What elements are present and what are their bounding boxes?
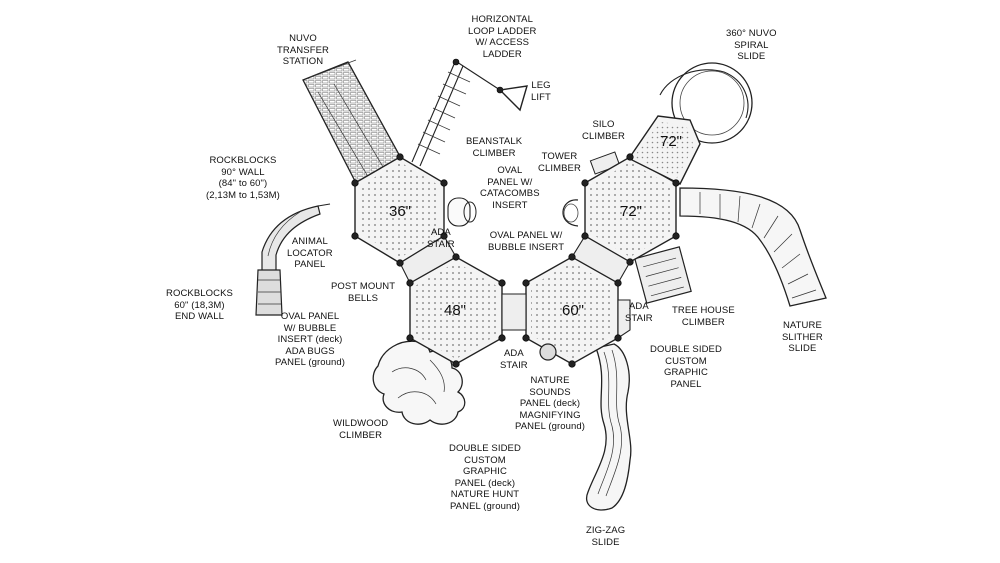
oval-catacombs-panel [447, 197, 477, 227]
nuvo-transfer-station-shape [302, 59, 403, 184]
label-oval-bubble: OVAL PANEL W/ BUBBLE INSERT [488, 230, 565, 253]
label-post-mount-bells: POST MOUNT BELLS [331, 281, 396, 304]
label-double-sided-bottom: DOUBLE SIDED CUSTOM GRAPHIC PANEL (deck)… [449, 443, 521, 512]
label-beanstalk: BEANSTALK CLIMBER [466, 136, 523, 159]
rockblocks-wall-shape [255, 203, 331, 316]
post-bolts [351, 153, 680, 368]
label-horizontal-loop: HORIZONTAL LOOP LADDER W/ ACCESS LADDER [468, 14, 537, 60]
slither-slide-shape [679, 187, 827, 307]
deck-48-shape [409, 256, 503, 365]
label-oval-bubble-deck: OVAL PANEL W/ BUBBLE INSERT (deck) ADA B… [275, 311, 346, 368]
label-zigzag: ZIG-ZAG SLIDE [586, 525, 626, 548]
deck-72-main-shape [584, 156, 677, 263]
ada-stair-connector-3 [617, 299, 631, 340]
label-oval-catacombs: OVAL PANEL W/ CATACOMBS INSERT [480, 165, 540, 211]
deck-36-shape [354, 156, 445, 264]
label-nuvo-transfer: NUVO TRANSFER STATION [277, 33, 329, 67]
label-wildwood: WILDWOOD CLIMBER [333, 418, 389, 441]
label-ada-stair-1: ADA STAIR [427, 227, 455, 250]
label-rockblocks-90: ROCKBLOCKS 90° WALL (84" to 60") (2,13M … [206, 155, 280, 201]
label-animal-locator: ANIMAL LOCATOR PANEL [287, 236, 333, 270]
spiral-slide-shape [659, 62, 753, 144]
label-silo: SILO CLIMBER [582, 119, 625, 142]
bridge-48-60 [501, 293, 527, 331]
deck-72-upper-shape [631, 115, 701, 185]
label-double-sided-right: DOUBLE SIDED CUSTOM GRAPHIC PANEL [650, 344, 722, 390]
deck-label-72-upper: 72" [660, 133, 682, 150]
deck-label-72-main: 72" [620, 203, 642, 220]
label-ada-stair-2: ADA STAIR [625, 301, 653, 324]
label-nature-slither: NATURE SLITHER SLIDE [782, 320, 823, 354]
label-tower: TOWER CLIMBER [538, 151, 581, 174]
nature-sounds-panel-shape [539, 343, 557, 361]
label-rockblocks-60: ROCKBLOCKS 60" (18,3M) END WALL [166, 288, 233, 322]
loop-ladder-shape [411, 58, 504, 167]
wildwood-inner-lines [391, 359, 445, 405]
label-tree-house: TREE HOUSE CLIMBER [672, 305, 735, 328]
deck-60-shape [525, 256, 619, 365]
label-nature-sounds: NATURE SOUNDS PANEL (deck) MAGNIFYING PA… [515, 375, 586, 432]
zigzag-slide-shape [586, 343, 632, 511]
tower-climber-shape [562, 199, 579, 227]
label-spiral-slide: 360° NUVO SPIRAL SLIDE [726, 28, 777, 62]
deck-label-48: 48" [444, 302, 466, 319]
leg-lift-shape [498, 85, 528, 112]
deck-label-60: 60" [562, 302, 584, 319]
label-leg-lift: LEG LIFT [531, 80, 551, 103]
label-ada-stair-3: ADA STAIR [500, 348, 528, 371]
tree-house-climber-shape [634, 246, 692, 304]
deck-label-36: 36" [389, 203, 411, 220]
